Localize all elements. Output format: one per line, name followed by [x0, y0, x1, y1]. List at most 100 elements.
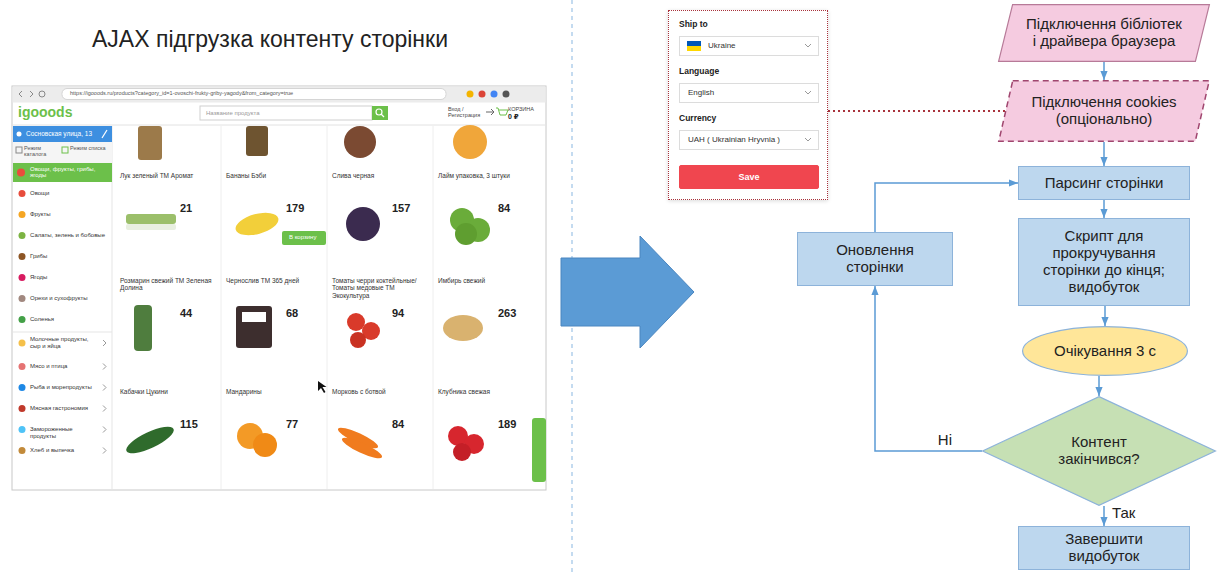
screenshot-text: 21: [180, 202, 192, 215]
product-picture: [453, 443, 471, 461]
screenshot-text: Имбирь свежий: [438, 277, 534, 284]
product-picture: [344, 126, 376, 158]
screenshot-text: Мясо и птица: [30, 363, 100, 370]
product-picture: [246, 126, 268, 156]
product-picture: [123, 422, 177, 458]
screenshot-text: Соленья: [30, 316, 110, 323]
mouse-cursor: [318, 381, 327, 393]
end-box: Завершити видобуток: [1018, 526, 1190, 570]
screenshot-text: 84: [392, 418, 404, 431]
screenshot-text: https://igooods.ru/products?category_id=…: [70, 90, 293, 96]
screenshot-text: Бананы Бэби: [226, 172, 322, 179]
screenshot-text: 0 ₽: [508, 113, 519, 121]
connector: [1098, 376, 1100, 396]
process-box: Оновлення сторінки: [797, 232, 953, 286]
node-text: Підключення cookies (опціонально): [1024, 94, 1184, 128]
edge-label: Так: [1112, 505, 1135, 520]
screenshot-text: 68: [286, 307, 298, 320]
search-icon: [381, 114, 384, 117]
mode-icon: [62, 147, 68, 153]
cart-button: [282, 231, 326, 245]
mode-toggle: [13, 142, 112, 163]
screenshot-text: 179: [286, 202, 304, 215]
grid-line: [327, 126, 328, 489]
chevron-path: [805, 44, 811, 47]
edge-label: Ні: [938, 432, 952, 447]
select-field: Ukraine: [679, 36, 819, 56]
address-bar: [13, 126, 112, 142]
screenshot-text: В корзину: [289, 234, 316, 241]
product-picture: [346, 207, 380, 241]
mode-icon: [16, 147, 22, 153]
node-text: Ukraine: [708, 41, 736, 50]
delay-ellipse: Очікування 3 с: [1022, 326, 1188, 376]
screenshot-text: igooods: [18, 104, 72, 120]
node-text: Парсинг сторінки: [1045, 175, 1164, 192]
diagram-title: AJAX підгрузка контенту сторінки: [40, 26, 500, 52]
screenshot-text: Вход / Регистрация: [448, 106, 484, 119]
screenshot-text: Мясная гастрономия: [30, 405, 100, 412]
screenshot-frame: [12, 86, 546, 490]
screenshot-text: Грибы: [30, 253, 110, 260]
product-picture: [126, 214, 176, 224]
category-icon: [19, 447, 26, 454]
product-picture: [138, 126, 162, 160]
node-text: English: [688, 88, 714, 97]
category-icon: [17, 169, 25, 177]
product-picture: [455, 223, 477, 245]
product-picture: [350, 332, 366, 348]
big-arrow: [561, 236, 694, 348]
screenshot-text: 44: [180, 307, 192, 320]
screenshot-text: Чернослив ТМ 365 дней: [226, 277, 322, 284]
product-picture: [340, 434, 384, 462]
category-icon: [19, 384, 26, 391]
process-box: Парсинг сторінки: [1018, 166, 1190, 200]
category-icon: [19, 190, 26, 197]
connector: [1104, 306, 1106, 326]
screenshot-text: Розмарин свежий ТМ Зеленая Долина: [120, 277, 216, 292]
select-field: UAH ( Ukrainian Hryvnia ): [679, 130, 819, 150]
browser-icon: [479, 91, 486, 98]
screenshot-text: 263: [498, 307, 516, 320]
decision-diamond-outline: [983, 397, 1216, 506]
category-bar: [13, 163, 112, 182]
settings-panel: Ship toLanguageCurrencyUkraineEnglishUAH…: [668, 10, 828, 200]
grid-line: [433, 126, 434, 489]
category-icon: [19, 253, 26, 260]
category-icon: [19, 211, 26, 218]
dropdown-chevron: [804, 137, 812, 143]
connector: [1103, 142, 1105, 166]
select-field: English: [679, 83, 819, 103]
product-picture: [233, 209, 281, 240]
screenshot-text: 115: [180, 418, 198, 431]
connector: [828, 110, 1005, 112]
browser-icon: [491, 91, 498, 98]
screenshot-text: 84: [498, 202, 510, 215]
site-header: [13, 103, 545, 125]
flag-stripe: [687, 41, 701, 46]
search-button: [372, 106, 388, 120]
screenshot-text: КОРЗИНА: [508, 106, 534, 112]
screenshot-text: 189: [498, 418, 516, 431]
node-text: UAH ( Ukrainian Hryvnia ): [688, 135, 780, 144]
screenshot-text: Клубника свежая: [438, 388, 534, 395]
dropdown-chevron: [804, 90, 812, 96]
screenshot-text: Лайм упаковка, 3 штуки: [438, 172, 534, 179]
screenshot-text: Молочные продукты, сыр и яйца: [30, 336, 100, 350]
browser-icon: [467, 91, 474, 98]
header-line: [13, 125, 545, 126]
screenshot-text: Мандарины: [226, 388, 322, 395]
cart-icon: [496, 108, 508, 115]
node-text: Підключення бібліотек і драйвера браузер…: [1024, 16, 1184, 50]
delay-ellipse-outline: [1023, 327, 1188, 376]
browser-icon: [503, 91, 510, 98]
node-text: Скрипт для прокручування сторінки до кін…: [1025, 228, 1183, 296]
category-icon: [19, 363, 26, 370]
connector: [1103, 200, 1105, 218]
field-label: Ship to: [679, 20, 708, 30]
product-picture: [453, 125, 487, 159]
sidebar: [13, 126, 112, 489]
chevrons: [103, 340, 106, 454]
product-picture: [443, 315, 483, 341]
node-text: Контент закінчився?: [1044, 434, 1154, 468]
